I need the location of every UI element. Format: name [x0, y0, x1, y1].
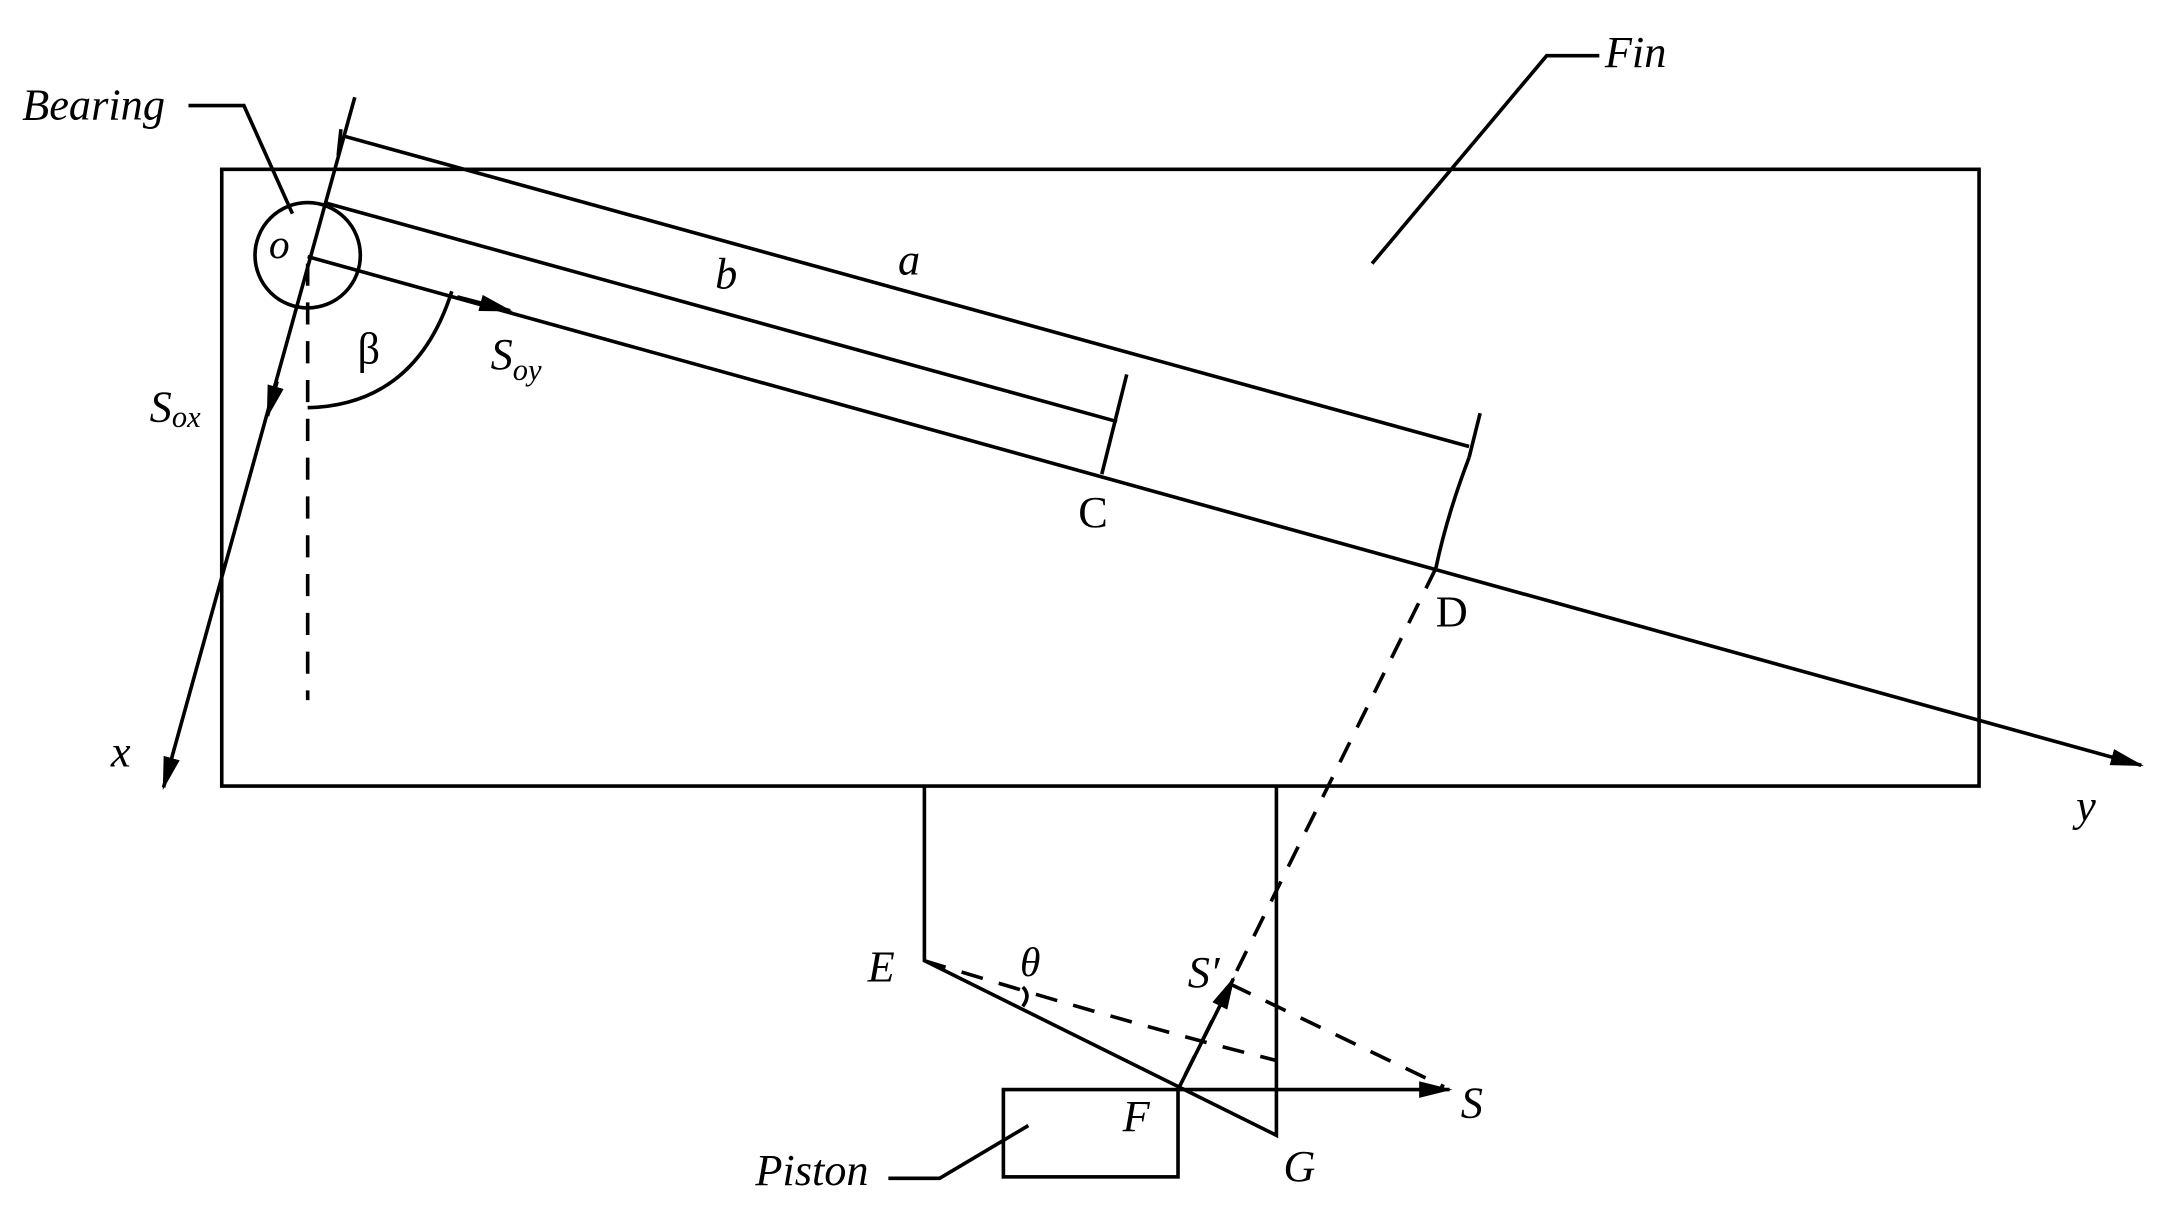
- origin-label: o: [269, 221, 290, 267]
- dashed-e-arc: [923, 958, 1277, 1063]
- x-axis-line: [161, 96, 357, 791]
- theta-angle-arc: [1021, 985, 1029, 1008]
- fin-label: Fin: [1604, 27, 1667, 77]
- piston-leader-line: [888, 1124, 1030, 1181]
- point-g-label: G: [1283, 1141, 1315, 1191]
- s-ox-arrow: [265, 380, 284, 419]
- s-label: S: [1461, 1077, 1483, 1127]
- s-oy-arrow: [456, 294, 513, 313]
- point-c-label: C: [1078, 487, 1108, 537]
- y-axis-label: y: [2072, 781, 2096, 831]
- s-prime-label: S′: [1188, 947, 1221, 997]
- dimension-tick-c: [1100, 374, 1129, 475]
- s-ox-label: Sox: [150, 382, 201, 435]
- dimension-tick-a-start: [336, 128, 343, 156]
- dimension-b-label: b: [715, 249, 737, 299]
- y-axis-line: [307, 254, 2144, 768]
- beta-label: β: [358, 323, 381, 373]
- s-oy-label: Soy: [491, 329, 542, 387]
- arc-at-d: [1434, 456, 1471, 569]
- point-d-label: D: [1436, 587, 1468, 637]
- s-ox-main: S: [150, 382, 172, 432]
- s-prime-force-arrow: [1176, 976, 1236, 1091]
- piston-label: Piston: [754, 1145, 868, 1195]
- piston-body: [1001, 1087, 1180, 1179]
- dimension-a-label: a: [898, 235, 920, 285]
- fin-leader-line: [1370, 53, 1600, 265]
- bearing-leader-line: [188, 103, 295, 215]
- dashed-to-s: [1229, 982, 1445, 1089]
- rod-housing: [922, 786, 1279, 1139]
- point-e-label: E: [867, 941, 895, 991]
- dimension-line-a: [343, 134, 1470, 449]
- x-axis-label: x: [110, 727, 131, 777]
- dimension-tick-a-end: [1467, 412, 1482, 459]
- point-f-label: F: [1122, 1091, 1151, 1141]
- bearing-label: Bearing: [22, 79, 165, 129]
- s-oy-main: S: [491, 329, 513, 379]
- fin-body: [219, 167, 1981, 788]
- dimension-line-b: [323, 200, 1118, 424]
- beta-angle-arc: [307, 290, 454, 410]
- s-oy-subscript: oy: [513, 353, 542, 387]
- theta-label: θ: [1020, 939, 1040, 985]
- s-ox-subscript: ox: [172, 400, 201, 434]
